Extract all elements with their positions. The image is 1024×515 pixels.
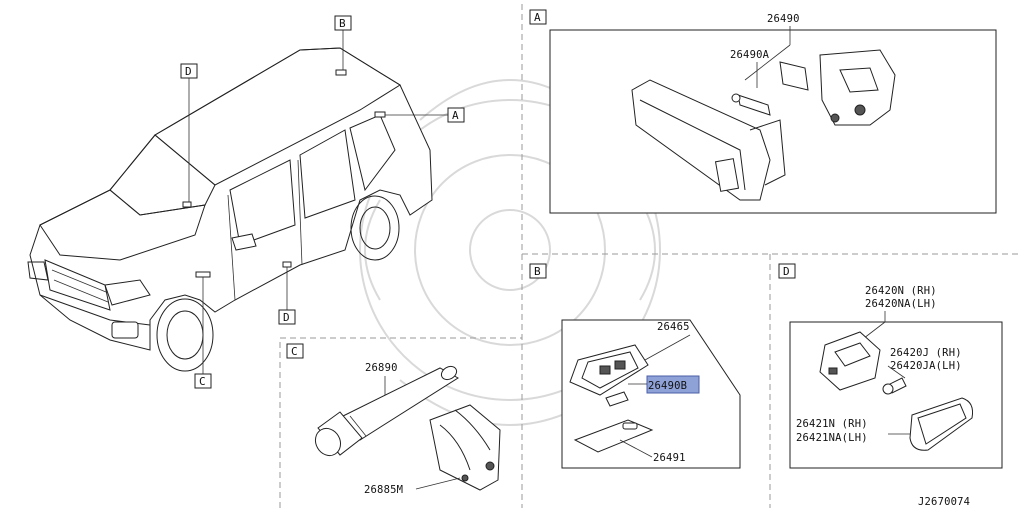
part-26420ja-label: 26420JA(LH) (890, 360, 962, 372)
part-26490-label: 26490 (767, 13, 800, 25)
watermark-emblem (359, 79, 661, 426)
panel-d-tag: D (783, 265, 790, 278)
part-26490b-label: 26490B (648, 380, 687, 392)
part-26465-label: 26465 (657, 321, 690, 333)
part-26890-label: 26890 (365, 362, 398, 374)
panel-c: C 26890 26885M (286, 343, 501, 496)
panel-b: B 26465 26490B 26491 (529, 263, 741, 469)
callout-b: B (339, 17, 346, 30)
room-lamp-spot (374, 111, 386, 118)
lamp-bracket (819, 49, 896, 126)
part-26420j-label: 26420J (RH) (890, 347, 962, 359)
panel-a: A 26490 26490A (529, 9, 997, 214)
vehicle-illustration (27, 47, 433, 372)
part-26420n-label: 26420N (RH) (865, 285, 937, 297)
callout-c: C (199, 375, 206, 388)
panel-c-tag: C (291, 345, 298, 358)
panel-a-tag: A (534, 11, 541, 24)
part-26491-label: 26491 (653, 452, 686, 464)
side-marker-lamp (195, 271, 211, 278)
part-26421n-label: 26421N (RH) (796, 418, 868, 430)
lens-26421n (909, 397, 973, 451)
highlight-26490b (646, 375, 700, 394)
panel-d: D 26420N (RH) 26420NA(LH) 26420J (RH) 26… (778, 263, 1003, 469)
vehicle-callouts: D B A D C (180, 15, 465, 389)
step-lamp-housing (819, 331, 881, 391)
panel-b-tag: B (534, 265, 541, 278)
step-lamp (282, 261, 292, 268)
bulb-26490a (737, 94, 771, 116)
part-26885m-label: 26885M (364, 484, 403, 496)
cargo-lamp-spot (335, 69, 347, 76)
switch-plate (779, 61, 809, 91)
part-26421na-label: 26421NA(LH) (796, 432, 868, 444)
part-26420na-label: 26420NA(LH) (865, 298, 937, 310)
bulb-26490b (605, 391, 629, 407)
holder-26885m (429, 404, 501, 491)
separator-c (279, 337, 522, 508)
map-lamp-spot (182, 201, 192, 208)
callout-a: A (452, 109, 459, 122)
callout-d-top: D (185, 65, 192, 78)
part-26490a-label: 26490A (730, 49, 770, 61)
callout-d-bottom: D (283, 311, 290, 324)
diagram-code: J2670074 (918, 496, 970, 508)
